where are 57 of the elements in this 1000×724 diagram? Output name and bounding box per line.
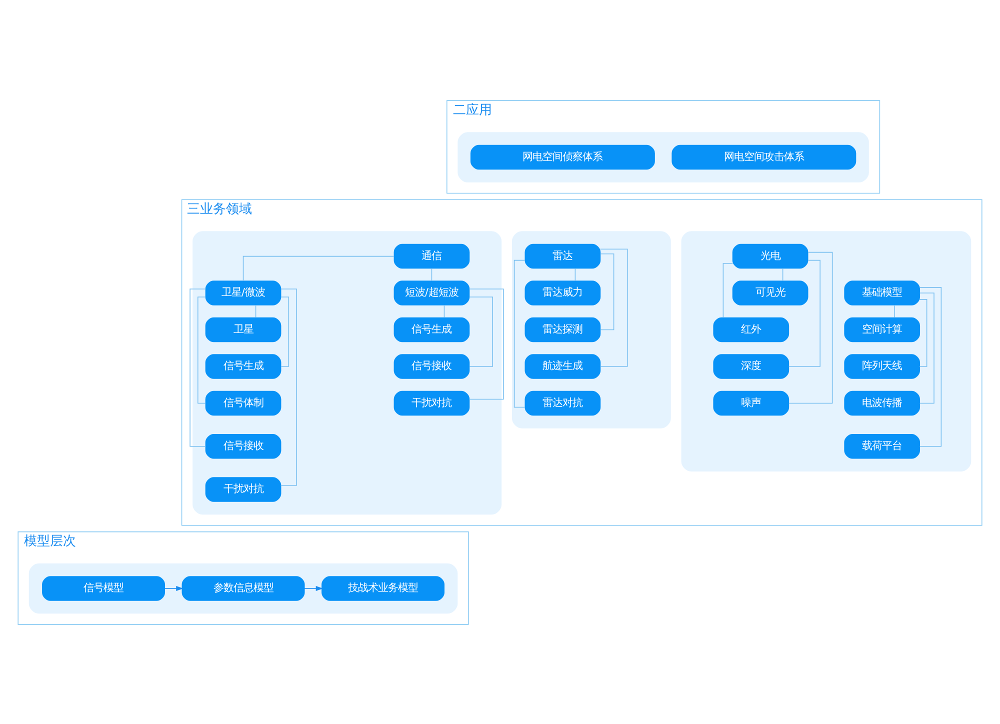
node-box: 雷达对抗: [524, 390, 601, 416]
node-box: 可见光: [732, 280, 808, 305]
node-box: 信号模型: [42, 576, 166, 600]
cluster: [28, 562, 458, 614]
node-box: 信号体制: [205, 390, 282, 416]
connector: [600, 253, 614, 330]
node-box: 卫星: [205, 316, 282, 342]
connector: [919, 298, 928, 366]
node-box: 深度: [713, 354, 790, 378]
connector: [919, 286, 942, 446]
node-box: 阵列天线: [844, 354, 920, 378]
node-box: 通信: [394, 243, 470, 268]
connector: [280, 288, 297, 486]
node-box: 基础模型: [844, 280, 920, 305]
cluster: [192, 230, 502, 514]
node-box: 网电空间攻击体系: [672, 144, 856, 170]
node-box: 短波/超短波: [394, 280, 470, 305]
node-box: 噪声: [713, 390, 790, 416]
connector: [919, 292, 934, 404]
connector: [444, 304, 445, 318]
connector: [894, 304, 895, 318]
node-box: 光电: [732, 243, 808, 268]
node-box: 卫星/微波: [205, 280, 282, 305]
node-box: 干扰对抗: [205, 476, 282, 502]
node-box: 网电空间侦察体系: [470, 144, 655, 170]
node-box: 雷达威力: [524, 280, 601, 305]
connector: [782, 267, 784, 281]
node-box: 航迹生成: [524, 354, 601, 378]
connector: [788, 259, 820, 366]
node-box: 干扰对抗: [394, 390, 470, 416]
node-box: 载荷平台: [844, 433, 920, 458]
node-box: 电波传播: [844, 390, 920, 416]
node-box: 信号接收: [394, 354, 470, 378]
connector: [574, 267, 576, 281]
node-box: 红外: [713, 316, 790, 342]
connector: [600, 248, 628, 366]
node-box: 信号生成: [394, 316, 470, 342]
connector: [197, 296, 206, 404]
connector: [280, 296, 290, 366]
connector: [788, 251, 833, 404]
node-box: 信号接收: [205, 433, 282, 458]
cluster: [681, 230, 972, 471]
connector: [242, 255, 394, 281]
arrow: [304, 585, 324, 590]
connector: [255, 304, 256, 318]
arrow: [164, 585, 184, 590]
node-box: 技战术业务模型: [322, 576, 444, 600]
cluster: [458, 132, 869, 182]
node-box: 参数信息模型: [182, 576, 305, 600]
node-box: 雷达: [524, 243, 601, 268]
connector: [468, 288, 504, 400]
node-box: 信号生成: [205, 354, 282, 378]
node-box: 雷达探测: [524, 316, 601, 342]
connector: [431, 267, 432, 281]
connector: [469, 296, 493, 366]
node-box: 空间计算: [844, 316, 920, 342]
connector: [190, 288, 206, 446]
